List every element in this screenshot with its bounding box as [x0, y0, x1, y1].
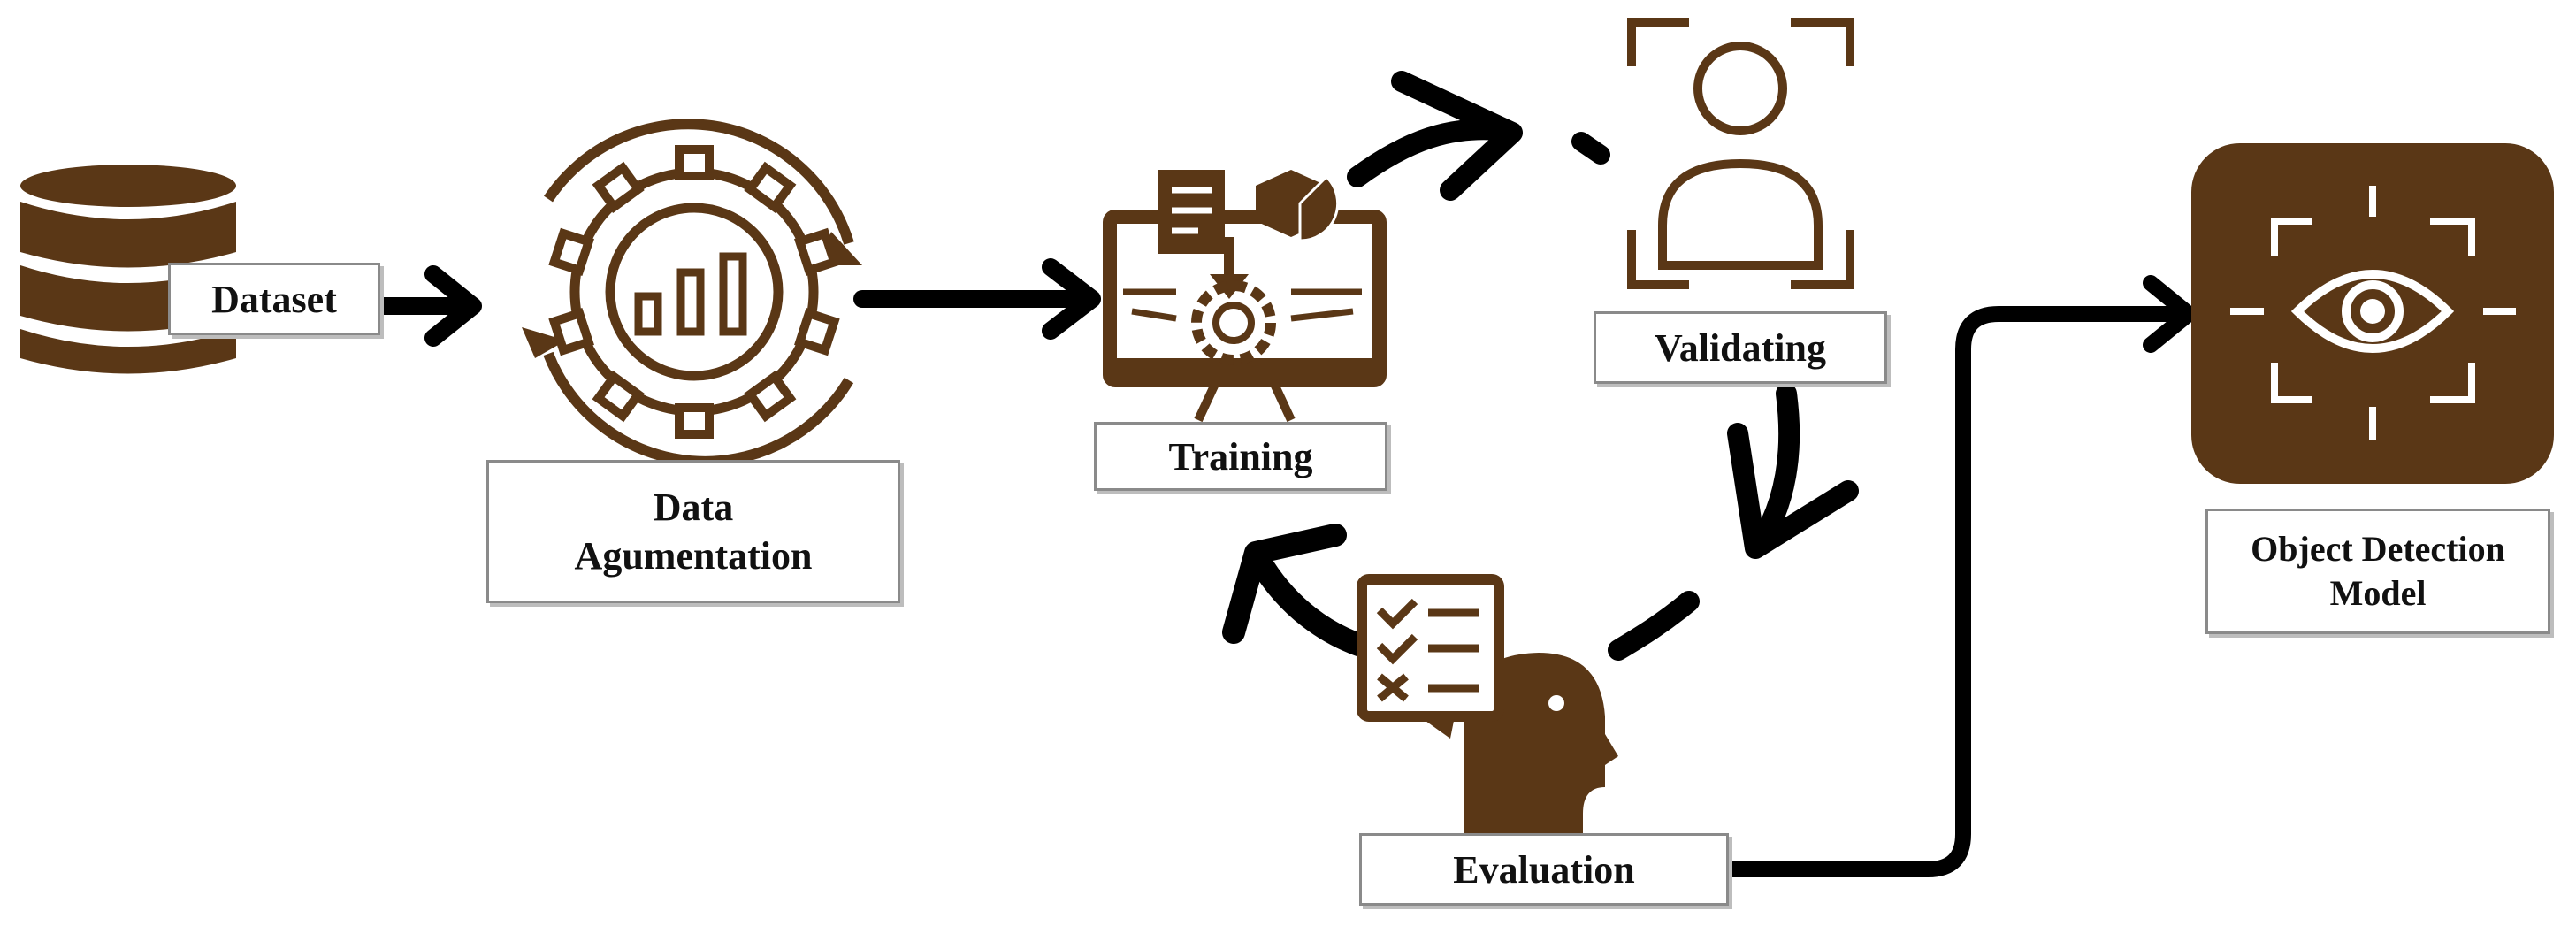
- gear-tooth: [592, 371, 645, 423]
- gear-tooth: [744, 161, 797, 213]
- training-label: Training: [1094, 422, 1387, 491]
- validating-label-text: Validating: [1654, 325, 1826, 370]
- arrow-validating-to-evaluation: [1608, 383, 1859, 661]
- arrow-augmentation-to-training: [853, 258, 1101, 340]
- eye-target-icon: [2191, 143, 2554, 484]
- gear-tooth: [794, 227, 840, 276]
- arrow-dataset-to-augmentation: [371, 265, 482, 347]
- data-augmentation-label-line2: Agumentation: [574, 534, 813, 578]
- gear-tooth: [675, 145, 714, 180]
- gear-tooth: [744, 371, 797, 423]
- evaluation-label-text: Evaluation: [1453, 847, 1635, 892]
- gear-tooth: [592, 161, 645, 213]
- dataset-label: Dataset: [168, 263, 380, 335]
- object-detection-model-label-line2: Model: [2329, 573, 2427, 613]
- training-label-text: Training: [1168, 434, 1313, 478]
- monitor-gear-icon: [1103, 170, 1387, 423]
- validating-label: Validating: [1594, 311, 1887, 384]
- evaluation-label: Evaluation: [1359, 833, 1729, 906]
- gear-cycle-chart-icon: [522, 119, 862, 467]
- data-augmentation-label: Data Agumentation: [486, 460, 900, 603]
- arrow-evaluation-to-model: [1725, 275, 2197, 877]
- object-detection-model-label: Object Detection Model: [2205, 509, 2550, 634]
- gear-tooth: [548, 227, 594, 276]
- dataset-label-text: Dataset: [211, 277, 337, 321]
- gear-tooth: [548, 308, 594, 356]
- object-detection-model-label-line1: Object Detection: [2251, 529, 2505, 569]
- arrow-evaluation-to-training: [1222, 524, 1387, 662]
- person-checklist-icon: [1357, 574, 1618, 836]
- gear-tooth: [794, 308, 840, 356]
- gear-tooth: [675, 403, 714, 439]
- arrow-training-to-validating: [1347, 71, 1610, 201]
- data-augmentation-label-line1: Data: [653, 486, 734, 529]
- user-focus-icon: [1627, 18, 1854, 289]
